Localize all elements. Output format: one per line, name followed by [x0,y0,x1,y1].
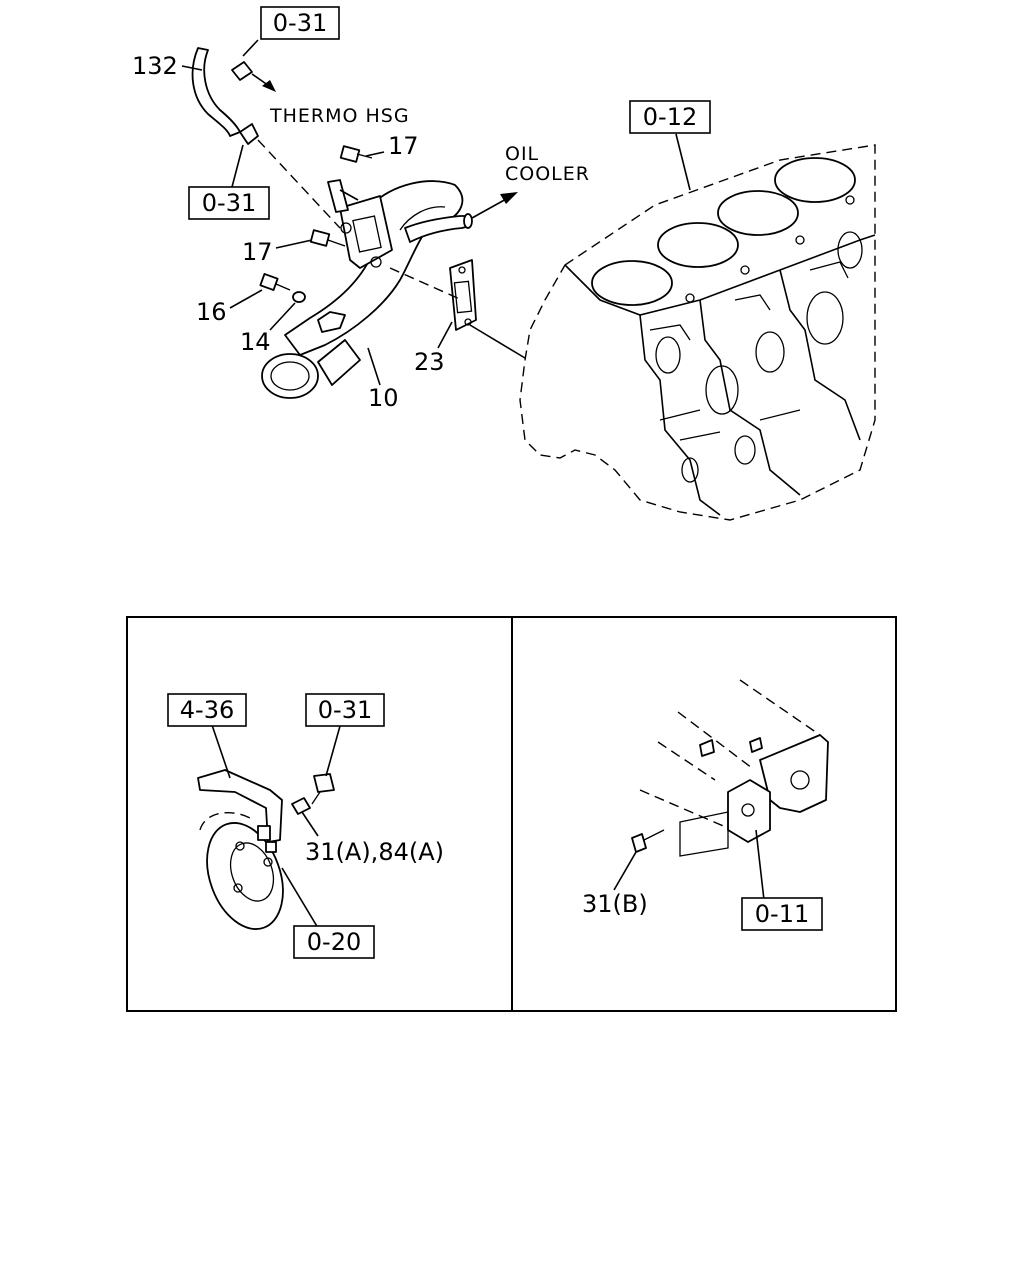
part-label-31a-84a: 31(A),84(A) [305,838,444,866]
part-label-10: 10 [368,384,399,412]
part-label-17-upper: 17 [388,132,419,160]
ref-box-0-20: 0-20 [293,925,375,959]
svg-text:0-31: 0-31 [273,9,327,37]
arrow-thermo-icon [262,80,276,92]
part-label-17-lower: 17 [242,238,273,266]
arrow-oil-cooler-icon [500,192,518,204]
caption-thermo-hsg: THERMO HSG [269,105,410,127]
washer-14 [292,291,306,303]
ref-box-0-12: 0-12 [629,100,711,134]
engine-block [519,144,876,521]
detail-panels: 4-36 0-31 0-20 31(A),84(A) [126,616,897,1012]
svg-text:0-11: 0-11 [755,900,809,928]
clamp-lower [239,123,259,145]
svg-text:0-31: 0-31 [202,189,256,217]
part-label-23: 23 [414,348,445,376]
svg-text:0-31: 0-31 [318,696,372,724]
part-label-14: 14 [240,328,271,356]
caption-oil: OIL [505,143,539,165]
water-pipe-10 [261,179,473,399]
ref-box-4-36: 4-36 [167,693,247,727]
detail-left: 4-36 0-31 0-20 31(A),84(A) [167,693,444,959]
ref-box-0-31-top: 0-31 [260,6,340,40]
ref-box-0-31-detail: 0-31 [305,693,385,727]
part-label-31b: 31(B) [582,890,648,918]
ref-box-0-31-mid: 0-31 [188,186,270,220]
bolt-17-upper [339,145,373,163]
ref-box-0-11: 0-11 [741,897,823,931]
part-label-132: 132 [132,52,178,80]
svg-text:4-36: 4-36 [180,696,234,724]
part-label-16: 16 [196,298,227,326]
top-assembly: 0-31 0-31 0-12 132 17 17 16 14 10 23 THE… [132,6,876,521]
detail-right: 0-11 31(B) [582,679,829,931]
hose-132 [191,47,241,137]
caption-cooler: COOLER [505,163,590,185]
bolt-17-lower [309,229,346,247]
clamp-upper [231,61,253,81]
svg-text:0-12: 0-12 [643,103,697,131]
svg-text:0-20: 0-20 [307,928,361,956]
gasket-23 [449,259,477,331]
bolt-16 [259,273,291,291]
